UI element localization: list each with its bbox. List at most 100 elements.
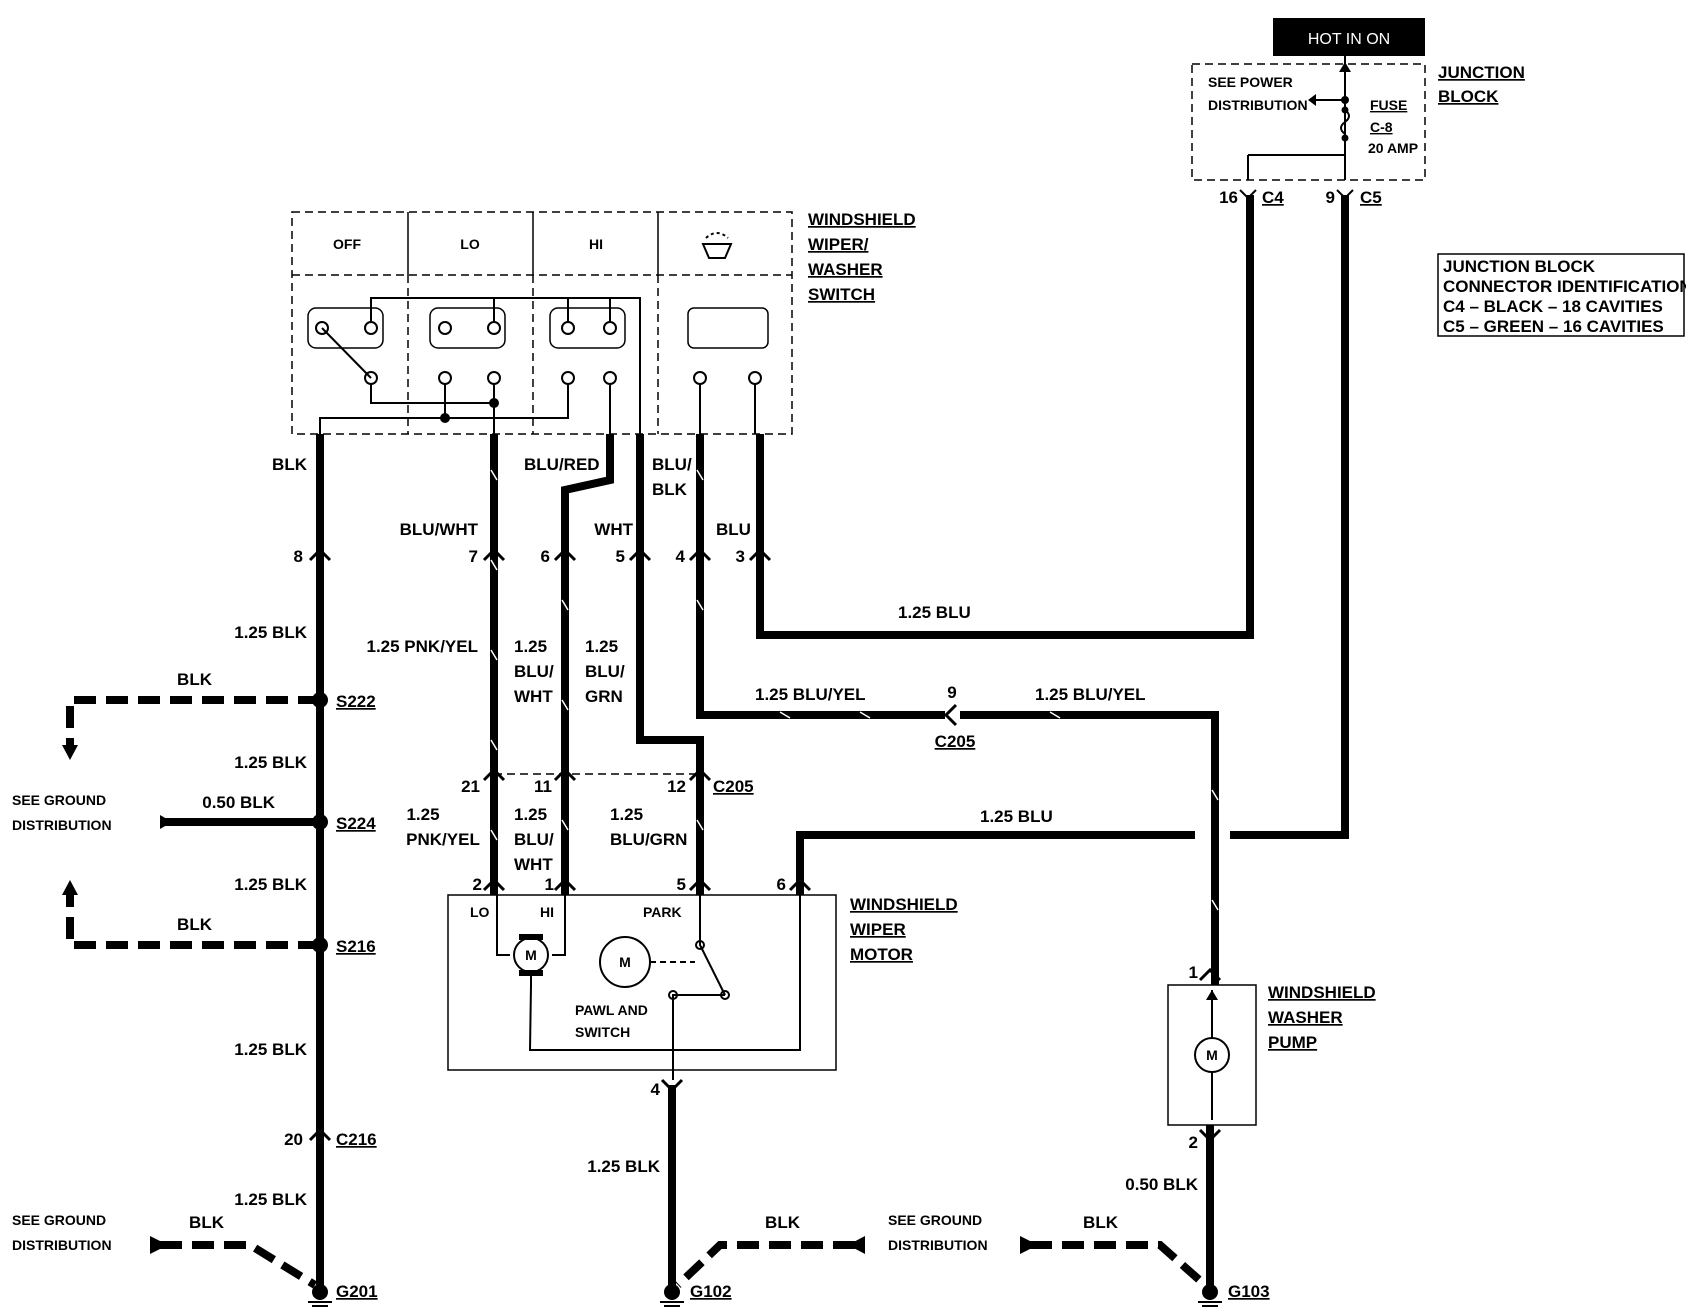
label-blk: BLK <box>272 455 308 474</box>
washer-pump: M WINDSHIELD WASHER PUMP <box>1167 983 1376 1126</box>
motor-m-label: M <box>525 947 537 963</box>
hot-label: HOT IN ON <box>1308 31 1390 48</box>
label-blu-blk-1: BLU/ <box>652 455 692 474</box>
see-power-text-2: DISTRIBUTION <box>1208 97 1308 113</box>
label-blu-red: BLU/RED <box>524 455 600 474</box>
ground-icon-g201 <box>308 1284 332 1307</box>
label-mid-bw-1: 1.25 <box>514 637 547 656</box>
pump-pin-2: 2 <box>1189 1133 1198 1152</box>
label-mid-bw-3: WHT <box>514 687 553 706</box>
label-blu-yel-left: 1.25 BLU/YEL <box>755 685 866 704</box>
fuse-label: FUSE <box>1370 97 1407 113</box>
label-125-blk-a: 1.25 BLK <box>234 623 307 642</box>
pump-title-1: WINDSHIELD <box>1268 983 1376 1002</box>
junction-block-title-1: JUNCTION <box>1438 63 1525 82</box>
label-mid-bg-1: 1.25 <box>585 637 618 656</box>
label-125-blk-b: 1.25 BLK <box>234 753 307 772</box>
label-125-blk-d: 1.25 BLK <box>234 1040 307 1059</box>
label-blu-yel-right: 1.25 BLU/YEL <box>1035 685 1146 704</box>
label-050-blk: 0.50 BLK <box>202 793 275 812</box>
pawl-text-2: SWITCH <box>575 1024 630 1040</box>
ground-icon-g102 <box>660 1284 684 1307</box>
c4-connector: C4 <box>1262 188 1284 207</box>
g103-label: G103 <box>1228 1282 1270 1301</box>
dashed-ground-leads <box>62 696 1208 1289</box>
c5-connector: C5 <box>1360 188 1382 207</box>
label-125-blk-e: 1.25 BLK <box>234 1190 307 1209</box>
pump-pin-1: 1 <box>1189 963 1198 982</box>
pawl-cam-icon: M <box>599 936 651 988</box>
see-ground-c-2: DISTRIBUTION <box>888 1237 988 1253</box>
label-low-bw-3: WHT <box>514 855 553 874</box>
splice-dots <box>312 692 328 953</box>
switch-pos-hi: HI <box>589 236 603 252</box>
label-low-bg-2: BLU/GRN <box>610 830 687 849</box>
switch-title-2: WIPER/ <box>808 235 869 254</box>
label-low-bw-2: BLU/ <box>514 830 554 849</box>
label-125-blk-c: 1.25 BLK <box>234 875 307 894</box>
pin-4: 4 <box>676 547 686 566</box>
c205-pin: 9 <box>947 683 956 702</box>
fuse-number: C-8 <box>1370 119 1393 135</box>
pin-3: 3 <box>736 547 745 566</box>
motor-hi-label: HI <box>540 904 554 920</box>
conn-id-line-4: C5 – GREEN – 16 CAVITIES <box>1443 317 1664 336</box>
motor-title-3: MOTOR <box>850 945 913 964</box>
label-pnk-yel: 1.25 PNK/YEL <box>367 637 479 656</box>
motor-pin-2: 2 <box>473 875 482 894</box>
conn-id-line-2: CONNECTOR IDENTIFICATION <box>1443 277 1686 296</box>
pin-7: 7 <box>469 547 478 566</box>
washer-icon <box>701 232 733 259</box>
pump-m-label: M <box>1206 1047 1218 1063</box>
motor-park-label: PARK <box>643 904 682 920</box>
motor-pin-6: 6 <box>777 875 786 894</box>
motor-pin-4: 4 <box>651 1080 661 1099</box>
label-125-blu-top: 1.25 BLU <box>898 603 971 622</box>
pin-8: 8 <box>294 547 303 566</box>
wire-stripes <box>490 469 1219 911</box>
conn-id-line-3: C4 – BLACK – 18 CAVITIES <box>1443 297 1663 316</box>
motor-title-2: WIPER <box>850 920 906 939</box>
wiper-motor: M M LO HI PARK PAWL AND SWITCH WINDSHIEL… <box>447 894 958 1080</box>
s222-label: S222 <box>336 692 376 711</box>
motor-lo-label: LO <box>470 904 490 920</box>
motor-pin-1: 1 <box>545 875 554 894</box>
pin-6: 6 <box>541 547 550 566</box>
see-ground-b-1: SEE GROUND <box>12 1212 106 1228</box>
pin-5: 5 <box>616 547 625 566</box>
wire-labels: BLK BLU/RED BLU/ BLK BLU/WHT WHT BLU 8 7… <box>12 455 1270 1301</box>
label-blk-g201: BLK <box>189 1213 225 1232</box>
label-blk-g102: BLK <box>765 1213 801 1232</box>
c5-pin: 9 <box>1326 188 1335 207</box>
see-ground-a-2: DISTRIBUTION <box>12 817 112 833</box>
c205b-label: C205 <box>713 777 754 796</box>
label-blu-wht: BLU/WHT <box>400 520 479 539</box>
junction-block-title-2: BLOCK <box>1438 87 1499 106</box>
connector-chevrons <box>308 547 1222 1143</box>
pawl-m-label: M <box>619 954 631 970</box>
hot-in-on-header: HOT IN ON <box>1273 18 1425 56</box>
switch-title-3: WASHER <box>808 260 883 279</box>
g102-label: G102 <box>690 1282 732 1301</box>
label-mid-bg-3: GRN <box>585 687 623 706</box>
label-wht: WHT <box>594 520 633 539</box>
see-ground-b-2: DISTRIBUTION <box>12 1237 112 1253</box>
label-blu-blk-2: BLK <box>652 480 688 499</box>
s224-label: S224 <box>336 814 376 833</box>
c216-pin: 20 <box>284 1130 303 1149</box>
c205-label: C205 <box>935 732 976 751</box>
connector-identification-box: JUNCTION BLOCK CONNECTOR IDENTIFICATION … <box>1437 253 1686 337</box>
ground-icon-g103 <box>1198 1284 1222 1307</box>
see-ground-c-1: SEE GROUND <box>888 1212 982 1228</box>
label-low-bg-1: 1.25 <box>610 805 643 824</box>
label-blk-s216: BLK <box>177 915 213 934</box>
c205b-pin-21: 21 <box>461 777 480 796</box>
label-low-pnk-2: PNK/YEL <box>406 830 480 849</box>
c205b-pin-12: 12 <box>667 777 686 796</box>
c205b-pin-11: 11 <box>534 777 552 796</box>
pump-title-2: WASHER <box>1268 1008 1343 1027</box>
fuse-amp: 20 AMP <box>1368 140 1418 156</box>
label-blk-s222: BLK <box>177 670 213 689</box>
junction-block: SEE POWER DISTRIBUTION FUSE C-8 20 AMP J… <box>1191 56 1525 207</box>
